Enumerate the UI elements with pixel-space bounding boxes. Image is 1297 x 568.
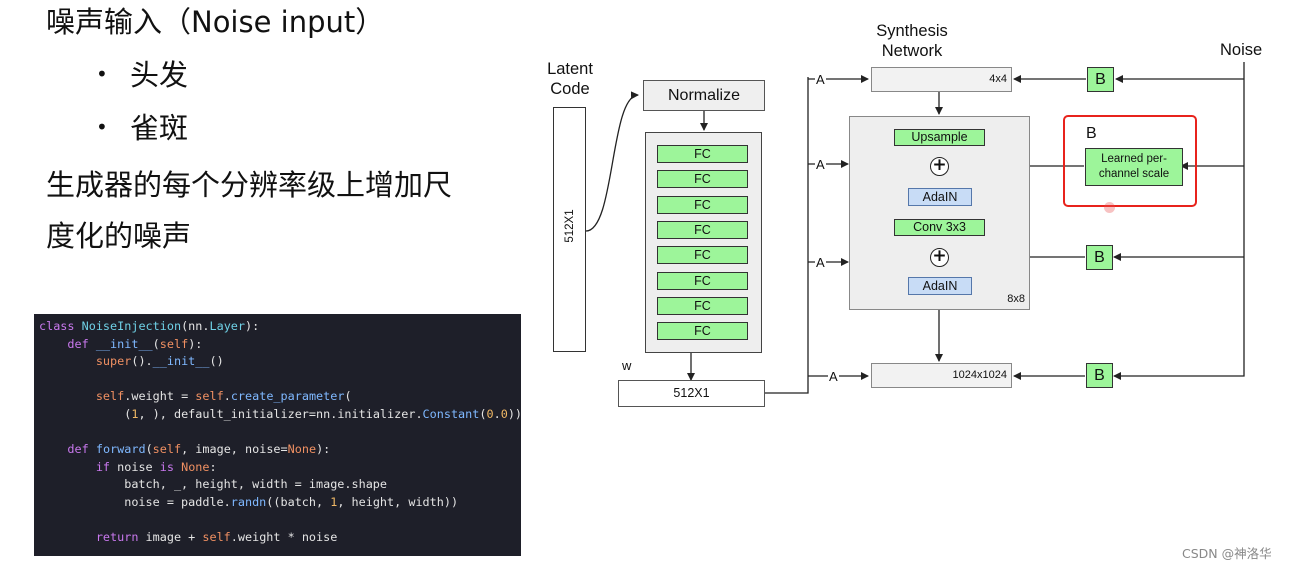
code-line: super().__init__() [95,354,224,369]
w-vector-box: 512X1 [618,380,765,407]
fc-layer: FC [657,220,748,239]
w-trunk [765,77,809,394]
latent-dim-label: 512X1 [564,209,576,243]
slide-heading: 噪声输入（Noise input） [46,5,385,39]
code-panel: class NoiseInjection(nn.Layer): def __in… [34,314,521,556]
code-line: def __init__(self): [67,336,203,351]
a-label: A [815,157,826,172]
fc-layer: FC [657,246,748,265]
code-line: return image + self.weight * noise [95,530,338,545]
code-line: batch, _, height, width = image.shape [39,477,388,492]
code-line: (1, ), default_initializer=nn.initialize… [39,406,521,421]
adain-box-1: AdaIN [908,188,972,206]
fc-layer: FC [657,296,748,315]
bullet-dot: • [96,115,108,139]
noise-add-plus-icon: + [930,248,949,267]
normalize-box: Normalize [643,80,765,111]
code-line: self.weight = self.create_parameter( [95,389,352,404]
b-detail-title: B [1086,125,1097,142]
watermark: CSDN @神洛华 [1182,546,1272,561]
noise-trunk [1113,62,1245,380]
b-detail-highlight: B Learned per- channel scale [1063,115,1197,207]
cursor-dot [1104,202,1115,213]
a-label: A [815,72,826,87]
slide-description: 生成器的每个分辨率级上增加尺度化的噪声 [46,168,453,253]
bullet-list: • 头发 • 雀斑 [96,54,188,160]
synthesis-network-label: Synthesis Network [876,22,948,60]
fc-layer: FC [657,271,748,290]
latent-code-label: Latent Code [547,60,593,98]
b-box: B [1087,67,1114,92]
code-line: class NoiseInjection(nn.Layer): [39,319,260,333]
bullet-item: • 雀斑 [96,107,188,160]
code-line: if noise is None: [95,459,217,474]
fc-layer: FC [657,145,748,163]
code-line: def forward(self, image, noise=None): [67,442,331,457]
noise-add-plus-icon: + [930,157,949,176]
bullet-text-freckles: 雀斑 [130,111,189,145]
block-1024: 1024x1024 [871,363,1012,388]
fc-layer: FC [657,170,748,189]
latent-to-normalize-arrow [585,91,639,232]
b-box: B [1086,245,1113,270]
block-4x4: 4x4 [871,67,1012,92]
bullet-item: • 头发 [96,54,188,107]
learned-scale-box: Learned per- channel scale [1085,148,1183,186]
fc-layer: FC [657,322,748,341]
noise-label: Noise [1220,41,1263,59]
b-box: B [1086,363,1113,388]
block-4x4-label: 4x4 [989,73,1007,85]
block-1024-label: 1024x1024 [952,369,1007,381]
w-label: w [622,358,632,373]
block-8x8-label: 8x8 [1007,293,1025,305]
a-label: A [815,255,826,270]
bullet-text-hair: 头发 [130,58,189,92]
mapping-network-box: FC FC FC FC FC FC FC FC [645,132,762,353]
conv-box: Conv 3x3 [894,219,985,236]
bullet-dot: • [96,62,108,86]
code-line: noise = paddle.randn((batch, 1, height, … [39,494,459,509]
fc-layer: FC [657,195,748,214]
a-label: A [828,369,839,384]
latent-vector-box: 512X1 [553,107,586,352]
adain-box-2: AdaIN [908,277,972,295]
upsample-box: Upsample [894,129,985,146]
